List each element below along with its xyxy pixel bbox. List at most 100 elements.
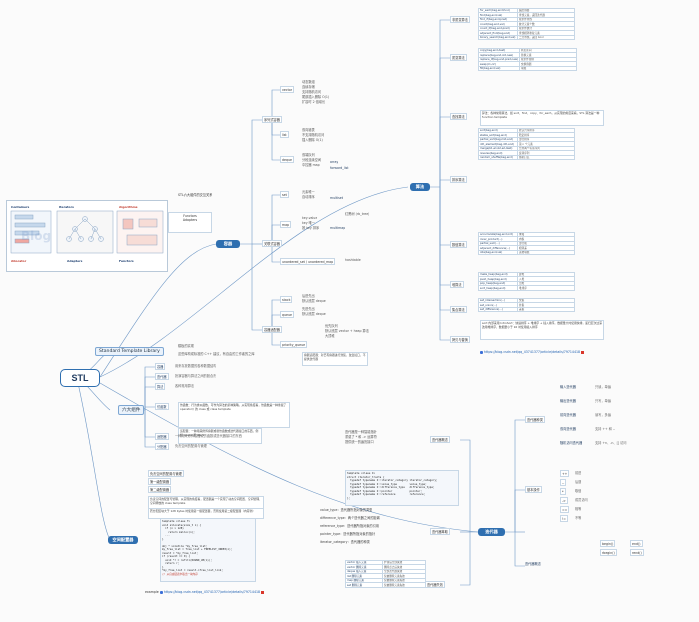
node-iter-ops[interactable]: 基本操作: [525, 486, 542, 493]
diagram-title-containers: Containers: [11, 205, 30, 209]
hub-allocator[interactable]: 空间配置器: [108, 536, 138, 544]
iter-op[interactable]: ==: [560, 506, 570, 513]
deque-item: 中控器 map: [302, 163, 320, 167]
deque-item: 双端队列: [302, 153, 315, 157]
iter-begin-end[interactable]: begin(): [600, 540, 616, 547]
node-list[interactable]: list: [280, 131, 289, 138]
table-row: random_shuffle(beg,end)随机打乱: [478, 154, 575, 161]
component-item[interactable]: 仿函数: [155, 403, 169, 410]
node-unordered[interactable]: unordered_set / unordered_map: [280, 258, 336, 265]
table-cell-key: set 删除元素: [345, 582, 383, 588]
node-vector[interactable]: vector: [280, 86, 295, 93]
component-item[interactable]: 容器: [155, 363, 166, 370]
iter-op-desc: 取值: [575, 489, 582, 493]
component-desc: 各种常用算法: [175, 384, 195, 388]
iter-begin-end[interactable]: rbegin(): [600, 549, 617, 556]
center-functors: Functors: [183, 213, 197, 218]
iter-begin-end[interactable]: rend(): [630, 549, 644, 556]
root-node[interactable]: STL: [60, 369, 100, 387]
node-stack[interactable]: stack: [280, 296, 293, 303]
hub-iterators[interactable]: 迭代器: [478, 528, 505, 536]
node-hashtable: hashtable: [345, 258, 361, 262]
iter-traits-item: reference_type：迭代器所指对象的引用: [320, 524, 379, 528]
node-heap[interactable]: 堆算法: [450, 281, 464, 288]
iter-category-desc: 读写，多遍: [595, 413, 611, 417]
list-prop: 插入删除 O(1): [302, 138, 323, 142]
diagram-title-allocator: Allocator: [11, 259, 27, 263]
node-set[interactable]: set: [280, 191, 289, 198]
center-adapters: Adapters: [182, 217, 198, 222]
code-comment: // 从自由链表中取出一块内存: [162, 572, 198, 576]
iter-op[interactable]: !=: [560, 515, 568, 522]
iter-op[interactable]: *: [560, 488, 566, 495]
node-adaptor-containers[interactable]: 容器适配器: [262, 326, 282, 333]
iter-op[interactable]: ->: [560, 497, 568, 504]
allocator-item[interactable]: 负责空间的配置与管理: [148, 470, 184, 477]
allocator-code: template <class T>void allocate(size_t n…: [160, 518, 256, 582]
node-numeric[interactable]: 数值算法: [450, 241, 467, 248]
queue-item: 默认底层 deque: [302, 312, 326, 316]
code-line: *my_free_list = result->free_list_link;: [162, 569, 223, 572]
component-item[interactable]: 分配器: [155, 443, 169, 450]
node-stl-desc1: 模板的实现: [178, 344, 194, 348]
hub-containers[interactable]: 容器: [216, 240, 240, 248]
node-iter-concept[interactable]: 迭代器概念: [430, 436, 450, 443]
component-item[interactable]: 迭代器: [155, 373, 169, 380]
component-item[interactable]: 适配器: [155, 433, 169, 440]
adapter-paragraph: 适配器：一种用来修饰容器或者仿函数或迭代器接口的东西，例如 queue 和 st…: [178, 428, 262, 444]
allocator-item[interactable]: 第二级配置器: [148, 486, 172, 493]
component-desc: 负责空间的配置与管理: [175, 444, 207, 448]
vector-item: 扩容时 2 倍增长: [302, 100, 326, 104]
node-assoc-containers[interactable]: 关联式容器: [262, 240, 282, 247]
node-map[interactable]: map: [280, 221, 292, 228]
node-set-ops[interactable]: 集合算法: [450, 306, 467, 313]
node-six-components[interactable]: 六大组件: [118, 405, 145, 415]
allocator-item[interactable]: 第一级配置器: [148, 478, 172, 485]
list-prop: 双向链表: [302, 128, 315, 132]
iter-begin-end[interactable]: end(): [630, 540, 643, 547]
node-array: array: [330, 160, 339, 164]
table-cell-value: 随机打乱: [517, 154, 575, 161]
node-stl-full-name[interactable]: Standard Template Library: [95, 347, 164, 356]
allocator-link-text: https://blog.csdn.net/qq_43741377/articl…: [164, 590, 261, 594]
node-seq-containers[interactable]: 序列式容器: [262, 116, 282, 123]
iter-op[interactable]: ++: [560, 470, 570, 477]
node-deque[interactable]: deque: [280, 156, 294, 163]
iter-traits-item: iterator_category：迭代器的种类: [320, 540, 370, 544]
code-line: obj * volatile *my_free_list;: [162, 544, 208, 548]
code-line: template <class T>: [162, 520, 191, 523]
bookmark-icon: [261, 590, 265, 594]
iter-concept-item: 提供统一的遍历接口: [345, 440, 374, 444]
node-priority-queue[interactable]: priority_queue: [280, 341, 308, 348]
component-item[interactable]: 算法: [155, 383, 166, 390]
hub-algorithms[interactable]: 算法: [410, 183, 430, 191]
node-search[interactable]: 查找算法: [450, 113, 467, 120]
node-iter-traits[interactable]: 迭代器萃取: [430, 528, 450, 535]
node-non-mutating[interactable]: 非质变算法: [450, 16, 470, 23]
node-iter-categories[interactable]: 迭代器种类: [525, 416, 545, 423]
allocator-link[interactable]: https://blog.csdn.net/qq_43741377/articl…: [160, 590, 265, 594]
algorithms-link[interactable]: https://blog.csdn.net/qq_43741377/articl…: [480, 350, 585, 354]
stack-item: 后进先出: [302, 294, 315, 298]
component-desc: 一种用来修饰容器或仿函数或迭代器接口的东西: [175, 434, 242, 438]
code-line: result = *my_free_list;: [162, 551, 198, 555]
node-iter-invalidation[interactable]: 迭代器失效: [425, 581, 445, 588]
node-sort[interactable]: 排序算法: [450, 176, 467, 183]
iter-traits-item: difference_type：两个迭代器之间的距离: [320, 516, 380, 520]
node-forward-list: forward_list: [330, 166, 349, 170]
iter-op[interactable]: --: [560, 479, 567, 486]
table-row: set_difference(...)差集: [478, 306, 575, 313]
queue-item: 先进先出: [302, 307, 315, 311]
node-copy[interactable]: 拷贝与替换: [450, 336, 470, 343]
iter-concept-item: 重载了 * 和 -> 运算符: [345, 435, 377, 439]
map-item: key-value: [302, 216, 318, 220]
adapter-containers-paragraph: 容器适配器：对已有容器进行封装，改变接口，不提供迭代器: [302, 352, 368, 366]
node-mutating[interactable]: 质变算法: [450, 54, 467, 61]
node-queue[interactable]: queue: [280, 311, 294, 318]
node-rbtree: 红黑树 (rb_tree): [345, 212, 370, 216]
